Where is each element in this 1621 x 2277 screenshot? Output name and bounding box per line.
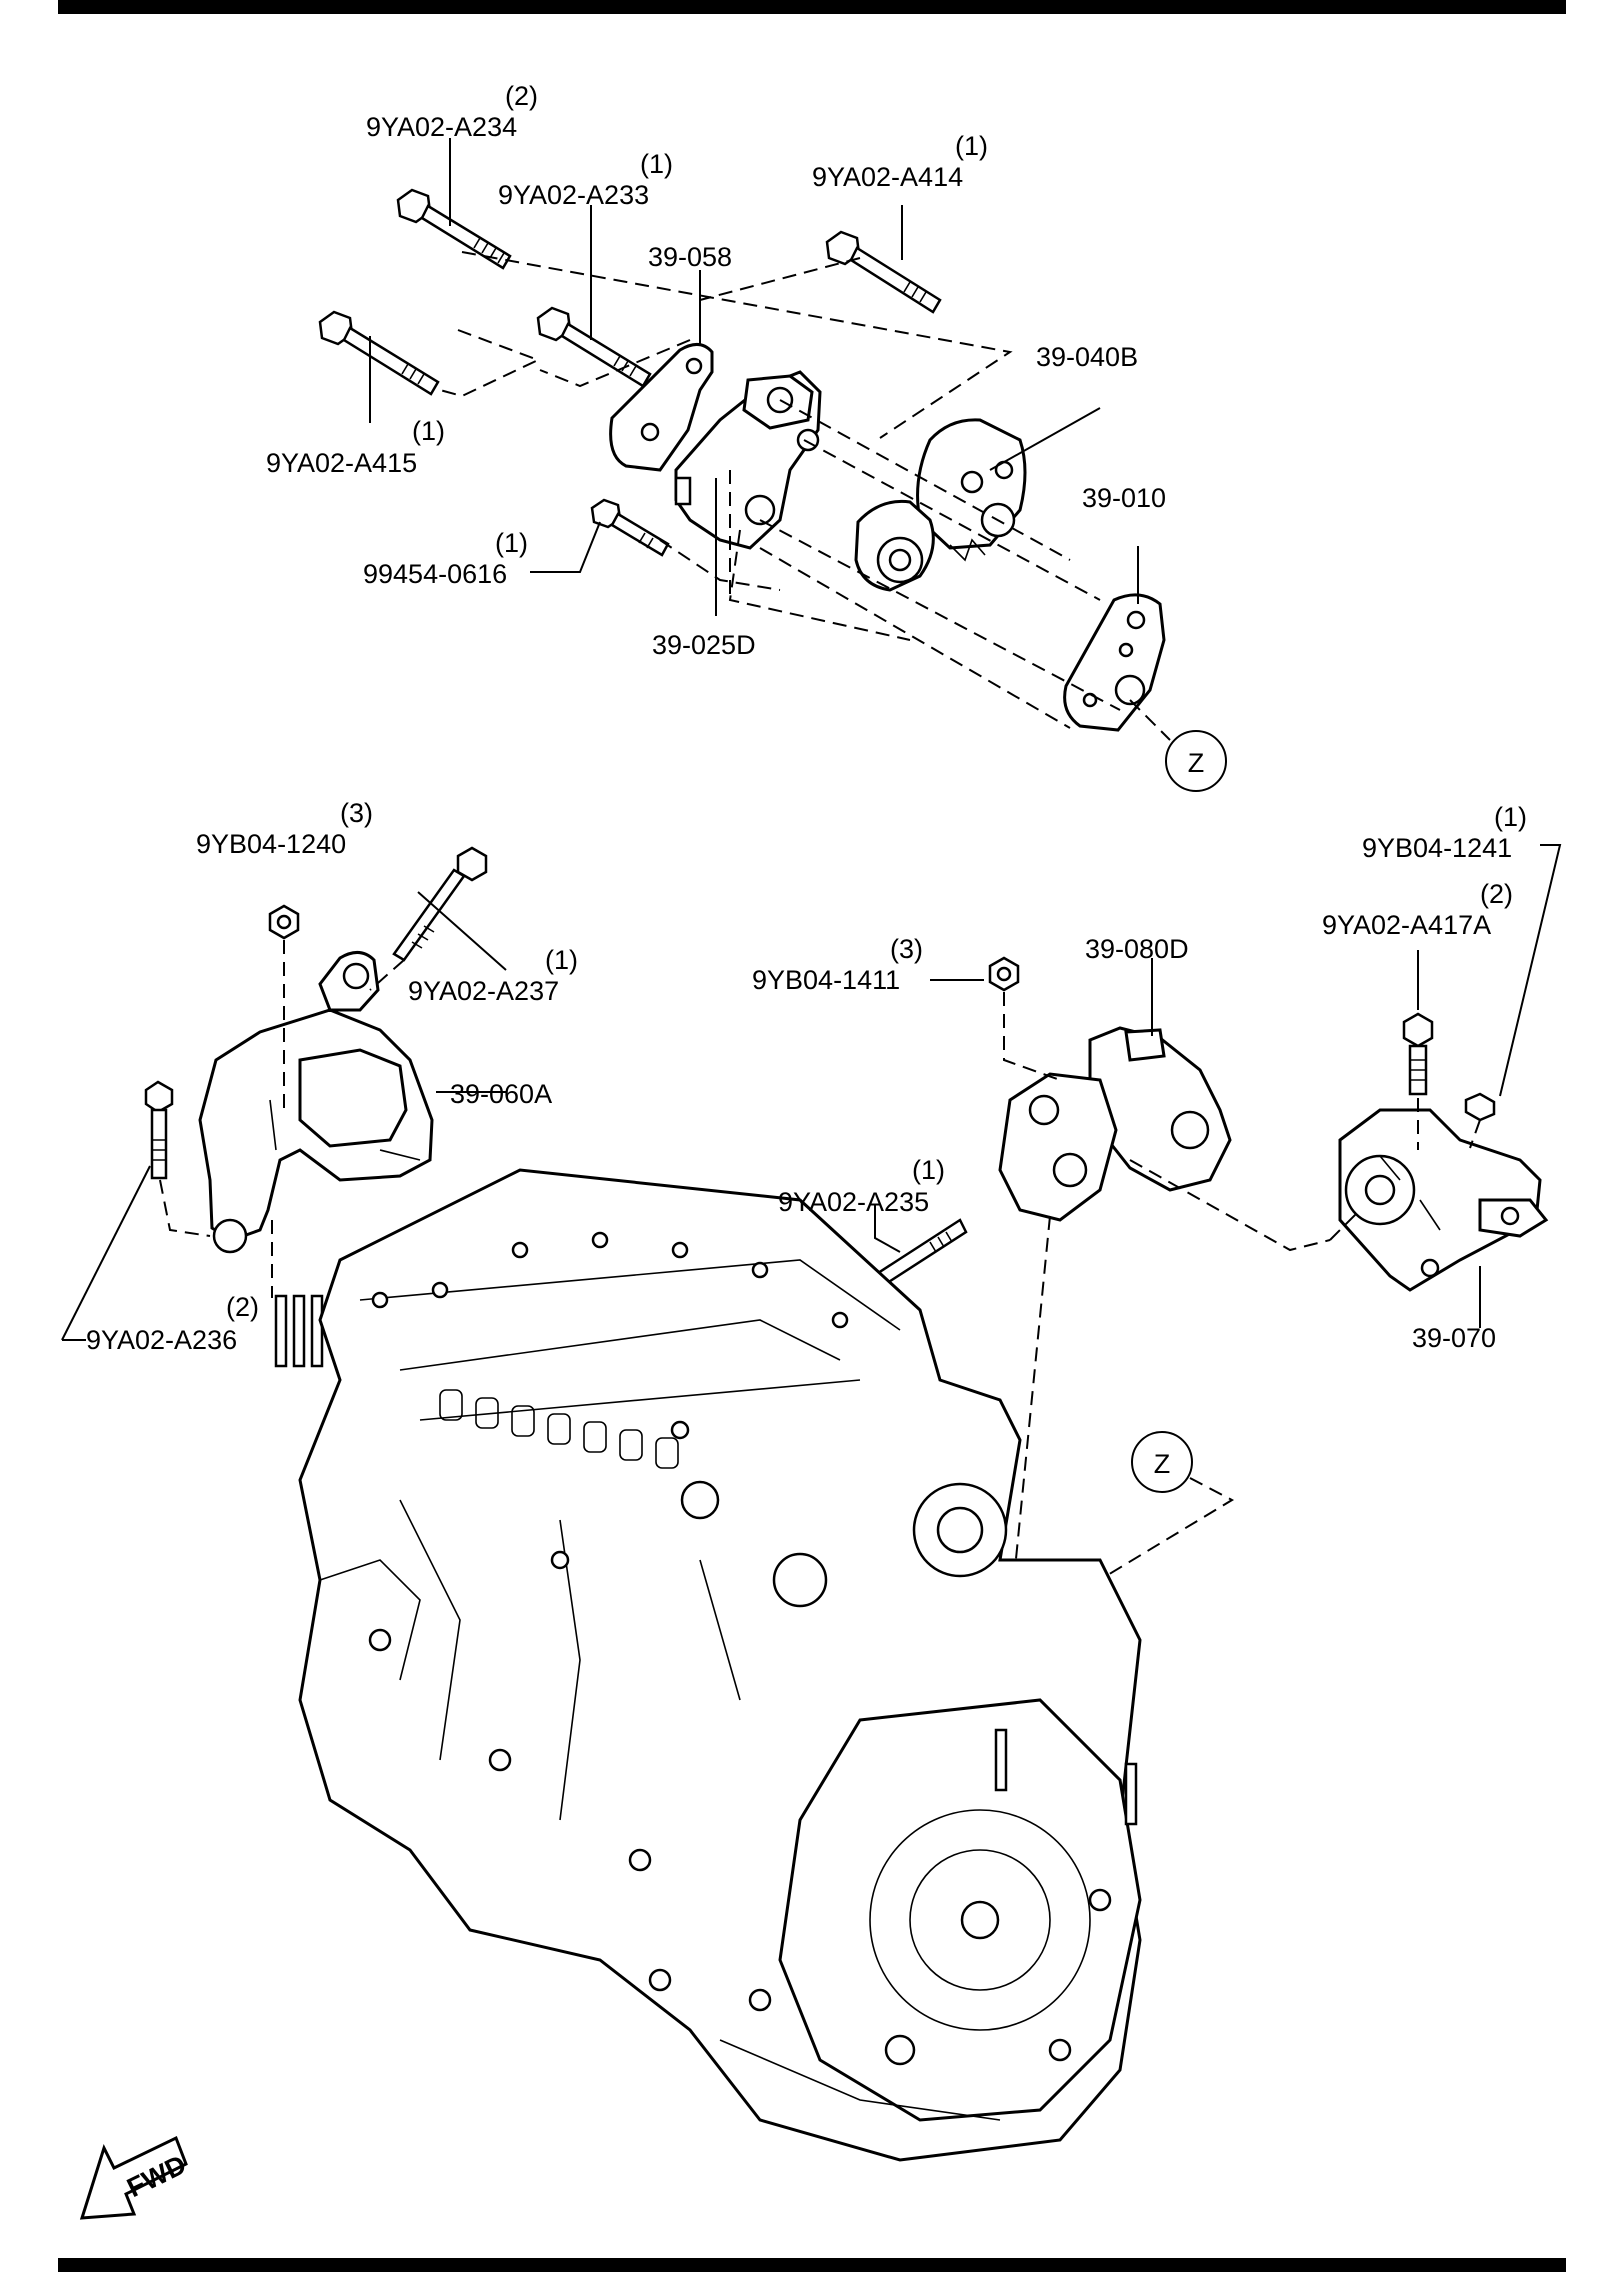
bolt-99454 (590, 498, 670, 557)
label-39-070: 39-070 (1412, 1323, 1496, 1353)
ref-z-mid: Z (1154, 1449, 1171, 1479)
bottom-border-bar (58, 2258, 1566, 2272)
qty-a236: (2) (226, 1292, 259, 1322)
label-9YA02-A417A: 9YA02-A417A (1322, 910, 1491, 940)
label-9YA02-A235: 9YA02-A235 (778, 1187, 929, 1217)
qty-a233: (1) (640, 149, 673, 179)
label-9YA02-A234: 9YA02-A234 (366, 112, 517, 142)
qty-b1411: (3) (890, 934, 923, 964)
engine-transaxle-assembly (298, 1168, 1142, 2162)
label-39-040B: 39-040B (1036, 342, 1138, 372)
right-mount-39-070 (1329, 1012, 1549, 1292)
label-39-010: 39-010 (1082, 483, 1166, 513)
bolt-a414 (825, 230, 942, 314)
top-border-bar (58, 0, 1566, 14)
label-39-058: 39-058 (648, 242, 732, 272)
ref-z-mid-circle (1131, 1431, 1193, 1493)
studs-a236 (274, 1294, 324, 1368)
bracket-39-010 (1063, 593, 1166, 732)
qty-a234: (2) (505, 81, 538, 111)
label-9YB04-1241: 9YB04-1241 (1362, 833, 1512, 863)
label-39-060A: 39-060A (450, 1079, 552, 1109)
qty-a414: (1) (955, 131, 988, 161)
qty-a417a: (2) (1480, 879, 1513, 909)
label-99454-0616: 99454-0616 (363, 559, 507, 589)
label-39-080D: 39-080D (1085, 934, 1189, 964)
label-9YA02-A415: 9YA02-A415 (266, 448, 417, 478)
mount-39-040B (854, 418, 1027, 592)
label-9YA02-A233: 9YA02-A233 (498, 180, 649, 210)
label-9YA02-A414: 9YA02-A414 (812, 162, 963, 192)
left-mount-39-060A (144, 846, 488, 1298)
bolt-a234 (396, 188, 512, 270)
bolt-a233 (536, 306, 652, 388)
plate-39-058 (609, 343, 714, 472)
qty-a415: (1) (412, 416, 445, 446)
ref-z-top: Z (1188, 748, 1205, 778)
bolt-a415 (318, 310, 440, 396)
label-9YB04-1411: 9YB04-1411 (752, 965, 900, 995)
label-39-025D: 39-025D (652, 630, 756, 660)
qty-a237: (1) (545, 945, 578, 975)
label-9YA02-A237: 9YA02-A237 (408, 976, 559, 1006)
qty-99454: (1) (495, 528, 528, 558)
qty-a235: (1) (912, 1155, 945, 1185)
callout-labels: (2) 9YA02-A234 (1) 9YA02-A233 (1) 9YA02-… (86, 81, 1527, 1355)
fwd-arrow-icon: FWD (79, 2135, 191, 2220)
front-mount-assembly (318, 188, 1171, 741)
ref-z-top-circle (1165, 730, 1227, 792)
qty-b1241: (1) (1494, 802, 1527, 832)
label-9YB04-1240: 9YB04-1240 (196, 829, 346, 859)
label-9YA02-A236: 9YA02-A236 (86, 1325, 237, 1355)
qty-b1240: (3) (340, 798, 373, 828)
